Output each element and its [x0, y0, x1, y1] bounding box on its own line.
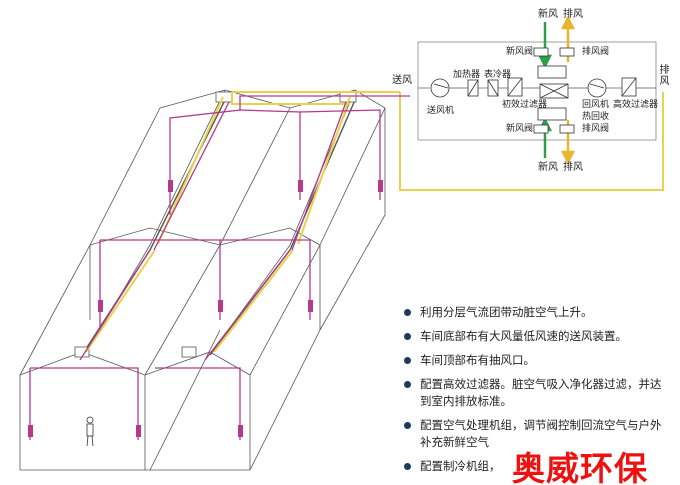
worker-figure [86, 416, 94, 447]
note-item: 车间顶部布有抽风口。 [402, 352, 672, 369]
return-air-duct [29, 95, 410, 440]
top-fresh-valve-label: 新风阀 [506, 47, 534, 57]
heater-label: 加热器 [453, 70, 481, 80]
bottom-exhaust-air-label: 排风 [563, 162, 583, 173]
note-item: 利用分层气流团带动脏空气上升。 [402, 304, 672, 321]
bottom-fresh-valve-label: 新风阀 [506, 124, 534, 134]
return-fan-label: 回风机 [582, 100, 610, 110]
bullet-icon [404, 422, 411, 429]
supply-air-duct [85, 91, 664, 353]
bullet-icon [404, 333, 411, 340]
air-handling-unit [417, 41, 657, 141]
brand-watermark: 奥威环保 [512, 449, 648, 485]
hepa-filter-label: 高效过滤器 [613, 100, 659, 110]
bottom-fresh-air-label: 新风 [538, 162, 558, 173]
bullet-icon [404, 357, 411, 364]
floor-outlets [28, 180, 383, 437]
feature-notes: 利用分层气流团带动脏空气上升。 车间底部布有大风量低风速的送风装置。 车间顶部布… [402, 304, 672, 482]
supply-fan-label: 送风机 [427, 106, 455, 116]
top-fresh-air-label: 新风 [538, 9, 558, 20]
bottom-exhaust-valve-label: 排风阀 [582, 124, 610, 134]
top-exhaust-valve-label: 排风阀 [582, 47, 610, 57]
note-item: 配置高效过滤器。脏空气吸入净化器过滤，并达到室内排放标准。 [402, 376, 672, 410]
top-exhaust-air-label: 排风 [563, 9, 583, 20]
ahu-components [430, 47, 637, 134]
heat-recovery-label: 热回收 [582, 112, 610, 122]
cooler-label: 表冷器 [484, 70, 512, 80]
note-item: 配置空气处理机组，调节阀控制回流空气与户外补充新鲜空气 [402, 417, 672, 451]
bullet-icon [404, 309, 411, 316]
bullet-icon [404, 381, 411, 388]
supply-air-label: 送风 [392, 75, 412, 86]
note-item: 配置制冷机组， [402, 458, 672, 475]
primary-filter-label: 初效过滤器 [502, 100, 548, 110]
bullet-icon [404, 463, 411, 470]
note-item: 车间底部布有大风量低风速的送风装置。 [402, 328, 672, 345]
exhaust-air-label: 排风 [657, 64, 668, 86]
